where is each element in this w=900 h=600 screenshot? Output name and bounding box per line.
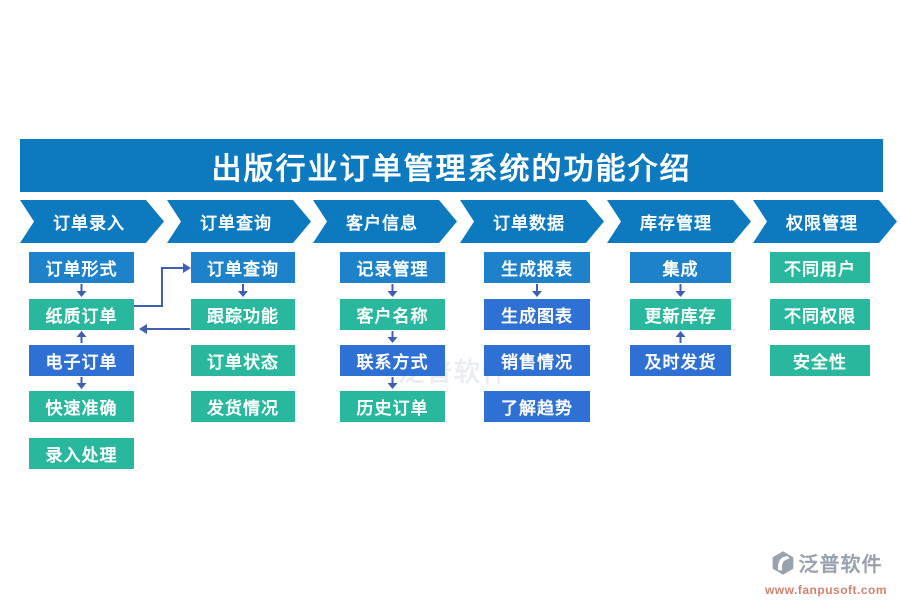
connector-right-head	[183, 263, 191, 273]
feature-box: 电子订单	[29, 345, 134, 376]
column-header-label: 库存管理	[640, 214, 712, 233]
column-header-2: 订单查询	[167, 200, 311, 243]
column-header-1: 订单录入	[20, 200, 164, 243]
arrow-up-head	[76, 331, 87, 337]
feature-box: 历史订单	[340, 391, 445, 422]
connector-left-head	[139, 324, 147, 334]
feature-box: 跟踪功能	[191, 299, 295, 330]
column-header-label: 订单查询	[200, 214, 272, 233]
feature-box: 生成图表	[484, 299, 590, 330]
brand-url: www.fanpusoft.com	[764, 583, 888, 597]
feature-box: 联系方式	[340, 345, 445, 376]
feature-box: 订单形式	[29, 252, 134, 283]
column-header-3: 客户信息	[313, 200, 457, 243]
column-header-label: 客户信息	[346, 214, 418, 233]
arrow-down-head	[387, 383, 398, 389]
feature-box: 录入处理	[29, 438, 134, 469]
arrow-up-head	[675, 331, 686, 337]
arrow-down-head	[76, 383, 87, 389]
arrow-down-head	[675, 291, 686, 297]
feature-box: 快速准确	[29, 391, 134, 422]
column-header-4: 订单数据	[460, 200, 604, 243]
feature-box: 销售情况	[484, 345, 590, 376]
brand-name: 泛普软件	[798, 554, 883, 576]
column-header-label: 订单数据	[493, 214, 565, 233]
feature-box: 集成	[630, 252, 731, 283]
feature-box: 订单状态	[191, 345, 295, 376]
page-title: 出版行业订单管理系统的功能介绍	[20, 139, 883, 192]
column-header-5: 库存管理	[607, 200, 751, 243]
arrow-down-head	[76, 291, 87, 297]
feature-box: 记录管理	[340, 252, 445, 283]
feature-box: 了解趋势	[484, 391, 590, 422]
connector-paper-order-to-order-query	[134, 267, 183, 307]
feature-box: 发货情况	[191, 391, 295, 422]
arrow-down-head	[387, 291, 398, 297]
feature-box: 不同权限	[770, 299, 870, 330]
column-header-6: 权限管理	[753, 200, 897, 243]
feature-box: 客户名称	[340, 299, 445, 330]
arrow-down-head	[387, 337, 398, 343]
feature-box: 及时发货	[630, 345, 731, 376]
brand-logo-icon	[770, 549, 796, 581]
feature-box: 订单查询	[191, 252, 295, 283]
brand-logo: 泛普软件 www.fanpusoft.com	[764, 549, 888, 597]
feature-box: 纸质订单	[29, 299, 134, 330]
arrow-down-head	[532, 291, 542, 297]
arrow-down-head	[238, 291, 248, 297]
feature-box: 生成报表	[484, 252, 590, 283]
column-header-label: 订单录入	[53, 214, 125, 233]
column-header-label: 权限管理	[786, 214, 858, 233]
feature-box: 不同用户	[770, 252, 870, 283]
feature-box: 安全性	[770, 345, 870, 376]
feature-box: 更新库存	[630, 299, 731, 330]
